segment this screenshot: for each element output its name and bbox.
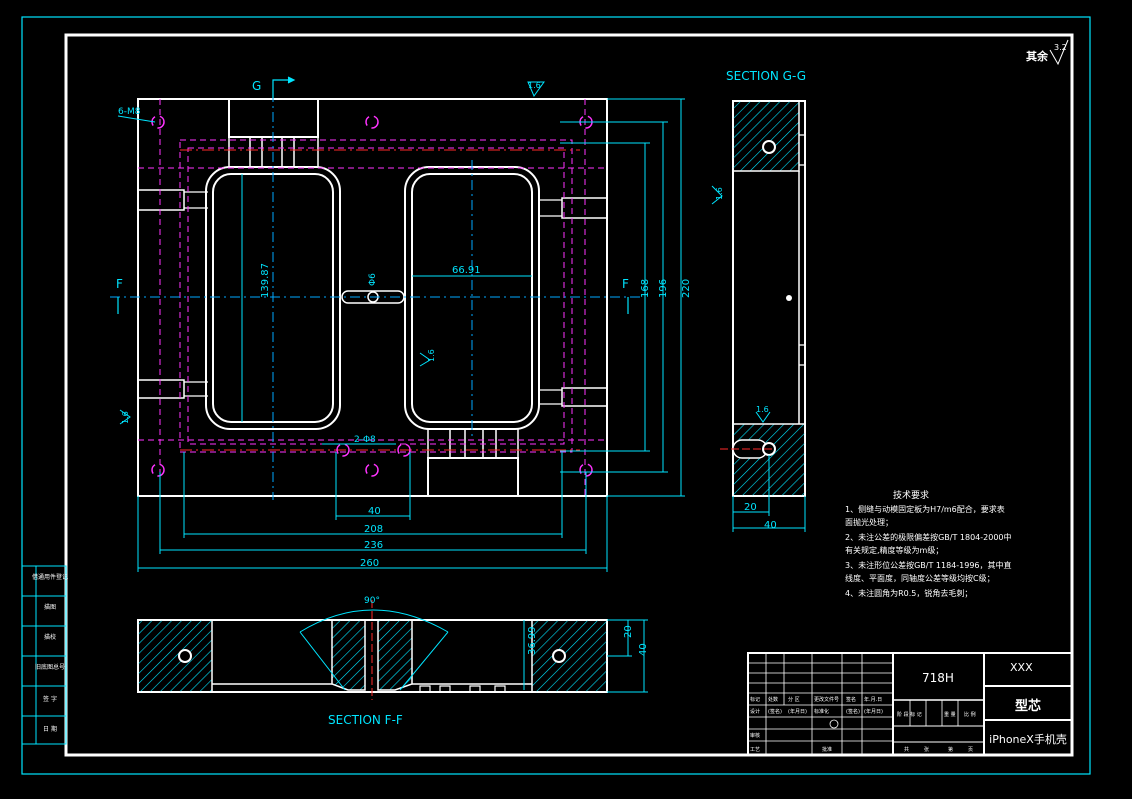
tech-note-line: 2、未注公差的极限偏差按GB/T 1804-2000中 xyxy=(845,532,1012,542)
tech-notes-title: 技术要求 xyxy=(893,489,929,501)
f-dim-20: 20 xyxy=(623,625,634,638)
tb-sheet-label: 共 xyxy=(904,746,909,753)
section-f-dimensions xyxy=(523,619,648,693)
section-g-title: SECTION G-G xyxy=(726,69,806,83)
tb-stage-label: 比 例 xyxy=(964,711,976,718)
inner-frame xyxy=(64,33,1074,757)
dim-208: 208 xyxy=(364,524,383,535)
strip-label: 签 字 xyxy=(43,695,57,703)
f-angle: 90° xyxy=(364,596,380,606)
left-strip-labels: 借通用件登记 描图 描校 旧底图总号 签 字 日 期 xyxy=(32,573,68,733)
dim-inner-width: 66.91 xyxy=(452,265,481,276)
section-markers xyxy=(117,76,629,314)
tb-label: 签名 xyxy=(846,696,856,703)
tb-side-label: 工艺 xyxy=(750,747,760,753)
roughness-value: 3.2 xyxy=(1054,43,1067,52)
tb-label: (签名) xyxy=(846,708,860,715)
left-strip xyxy=(21,565,67,745)
tb-label: (年月日) xyxy=(788,708,807,715)
section-g-dimensions xyxy=(732,455,806,532)
section-f-title: SECTION F-F xyxy=(328,713,403,727)
roughness-16-top: 1.6 xyxy=(528,81,541,90)
tech-note-line: 面抛光处理； xyxy=(845,517,893,527)
f-dim-40: 40 xyxy=(638,643,649,656)
roughness-16-g-bottom: 1.6 xyxy=(756,405,769,414)
plan-view xyxy=(110,92,640,500)
tb-sheet-label: 第 xyxy=(948,746,953,753)
tech-note-line: 3、未注形位公差按GB/T 1184-1996，其中直 xyxy=(845,560,1012,570)
tech-note-line: 1、侧缝与动模固定板为H7/m6配合，要求表 xyxy=(845,504,1005,514)
strip-label: 描校 xyxy=(44,633,56,641)
title-block-text: 718H XXX 型芯 iPhoneX手机壳 标记 处数 分 区 更改文件号 签… xyxy=(750,661,1067,753)
tech-notes: 技术要求 1、侧缝与动模固定板为H7/m6配合，要求表 面抛光处理； 2、未注公… xyxy=(845,489,1012,598)
strip-label: 描图 xyxy=(44,603,56,611)
strip-label: 日 期 xyxy=(43,725,57,733)
section-g-view xyxy=(720,100,806,497)
marker-f-right: F xyxy=(622,277,629,291)
roughness-marks xyxy=(119,81,771,425)
tb-label: 设计 xyxy=(750,708,760,715)
dim-220: 220 xyxy=(681,279,692,298)
roughness-16-g: 1.6 xyxy=(715,187,724,200)
tb-label: (年月日) xyxy=(864,708,883,715)
tb-label: (签名) xyxy=(768,708,782,715)
strip-label: 借通用件登记 xyxy=(32,573,68,581)
tb-label: 更改文件号 xyxy=(814,696,839,703)
part-name: 型芯 xyxy=(1015,698,1041,714)
section-f-view xyxy=(137,600,608,700)
marker-f-left: F xyxy=(116,277,123,291)
strip-label: 旧底图总号 xyxy=(35,663,65,671)
dim-260: 260 xyxy=(360,558,379,569)
g-dim-20: 20 xyxy=(744,502,757,513)
plan-dimensions xyxy=(137,98,685,572)
tech-note-line: 有关规定,精度等级为m级； xyxy=(845,545,943,555)
tb-sheet-label: 张 xyxy=(924,746,929,753)
outer-border xyxy=(21,16,1091,775)
tb-label: 年.月.日 xyxy=(864,696,882,703)
tech-note-line: 4、未注圆角为R0.5，锐角去毛刺； xyxy=(845,588,972,598)
phi6-callout: Φ6 xyxy=(368,273,378,286)
dim-236: 236 xyxy=(364,540,383,551)
tb-stage-label: 阶 段 标 记 xyxy=(897,711,922,718)
tb-side-label: 批准 xyxy=(822,746,832,753)
dim-40: 40 xyxy=(368,506,381,517)
roughness-note: 其余 xyxy=(1026,49,1049,63)
roughness-16-left: 1.6 xyxy=(121,411,130,424)
tb-label: 标准化 xyxy=(814,708,829,715)
dim-168: 168 xyxy=(640,279,651,298)
2phi8-callout: 2-Φ8 xyxy=(354,435,376,445)
company-name: XXX xyxy=(1010,661,1033,674)
drawing-code: 718H xyxy=(922,671,954,685)
marker-g: G xyxy=(252,79,261,93)
roughness-symbol-icon xyxy=(1049,39,1069,66)
dim-inner-height: 139.87 xyxy=(260,263,271,298)
thread-leader xyxy=(117,115,156,123)
roughness-16-mid: 1.6 xyxy=(427,349,436,362)
tb-sheet-label: 页 xyxy=(968,747,973,753)
tb-label: 处数 xyxy=(768,696,778,703)
projection-symbol-icon xyxy=(829,719,839,729)
tb-label: 分 区 xyxy=(788,696,800,703)
f-dim-3699: 36.99 xyxy=(527,626,538,655)
tech-note-line: 线度、平面度，同轴度公差等级均按C级； xyxy=(845,573,995,583)
tb-side-label: 审核 xyxy=(750,732,760,739)
dim-196: 196 xyxy=(658,279,669,298)
tb-label: 标记 xyxy=(750,696,760,703)
g-dim-40: 40 xyxy=(764,520,777,531)
title-block xyxy=(747,652,1073,756)
thread-callout: 6-M8 xyxy=(118,107,141,117)
product-name: iPhoneX手机壳 xyxy=(989,732,1067,746)
tb-stage-label: 重 量 xyxy=(944,711,956,718)
